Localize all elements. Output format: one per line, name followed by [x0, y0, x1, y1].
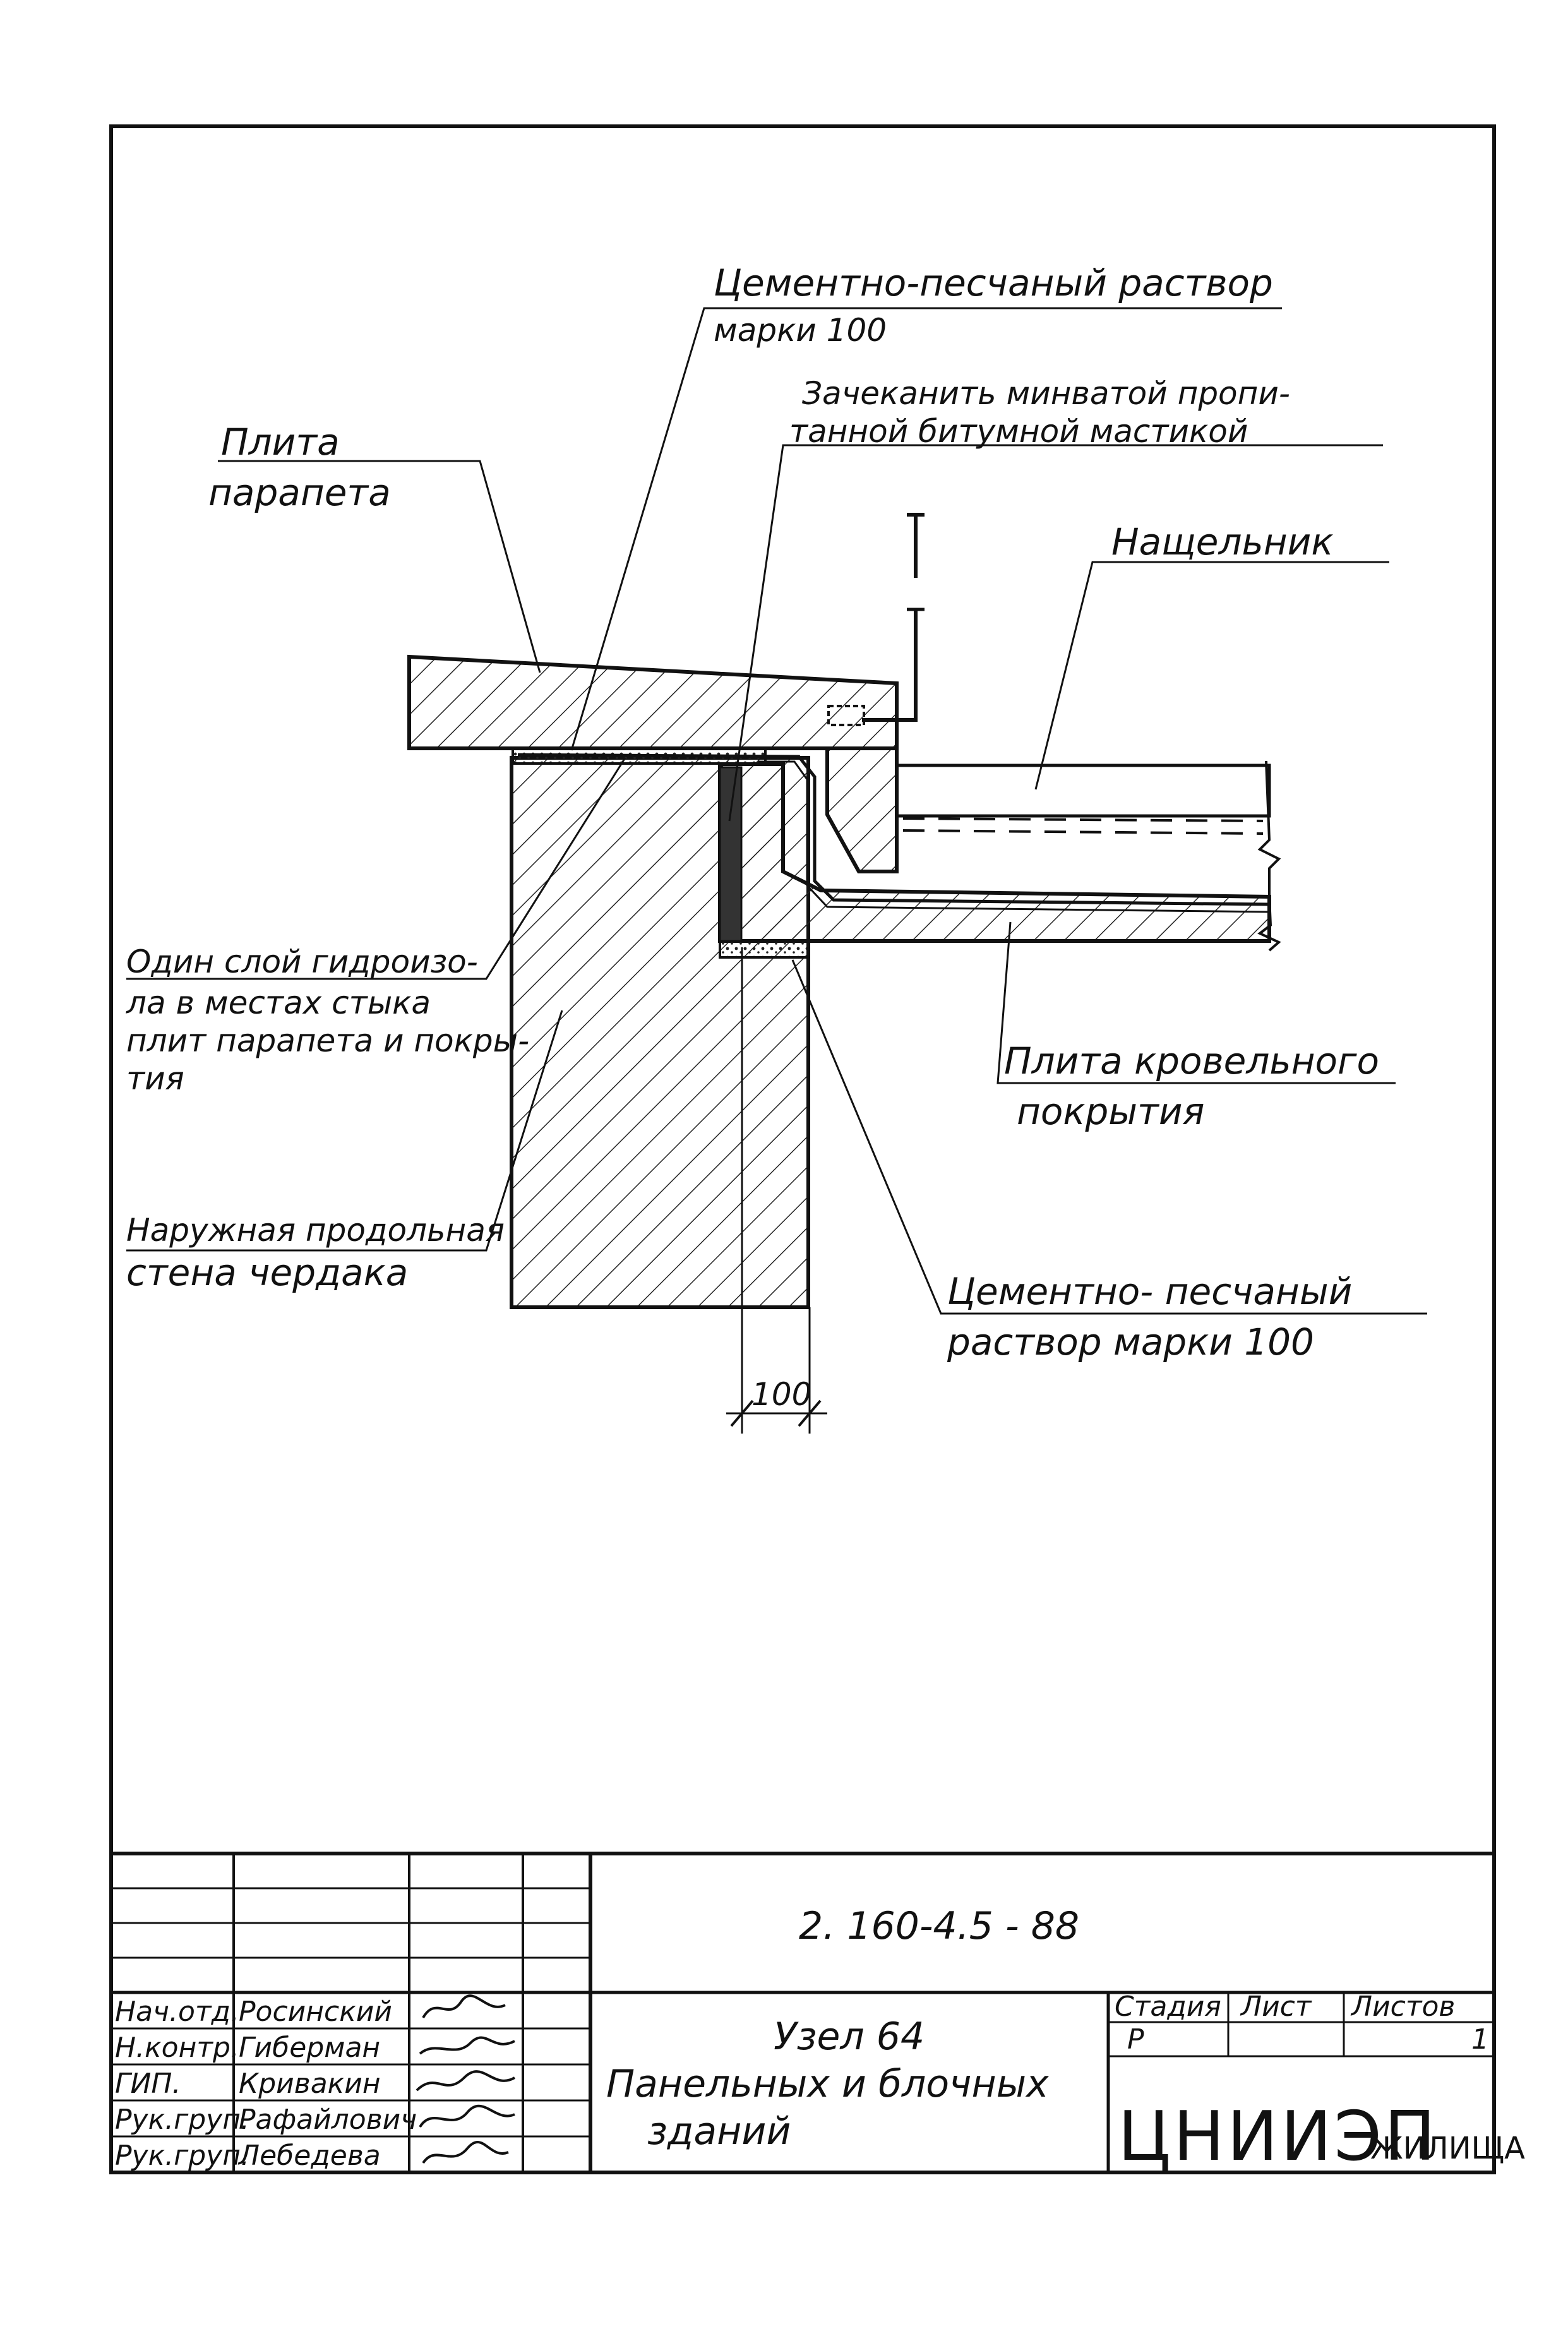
dim-tick-left: [730, 1399, 754, 1427]
flashing-board: [895, 764, 1271, 818]
leader-cement-top: [570, 307, 1282, 751]
leader-roof-slab: [996, 921, 1396, 1084]
signature-2: [419, 2036, 515, 2055]
label-waterproof-4: тия: [126, 1060, 184, 1097]
name-1: Росинский: [239, 1996, 392, 2028]
signature-4: [419, 2104, 515, 2128]
label-cement-top-2: марки 100: [714, 312, 887, 349]
signature-3: [416, 2070, 515, 2092]
org-main: ЦНИИЭП: [1118, 2097, 1438, 2176]
leader-flashing: [1034, 561, 1389, 790]
leader-parapet: [218, 460, 541, 673]
title-line-1: Узел 64: [774, 2015, 925, 2059]
label-wall-1: Наружная продольная: [126, 1212, 505, 1249]
leader-caulk: [728, 444, 1383, 822]
stage-value: Р: [1127, 2023, 1144, 2056]
mortar-layer-bottom: [719, 940, 810, 959]
role-4: Рук.груп.: [115, 2104, 249, 2136]
label-waterproof-3: плит парапета и покры-: [126, 1022, 529, 1059]
dashed-line-1: [902, 817, 1264, 822]
waterproof-membrane-2: [758, 760, 1270, 913]
org-sub: ЖИЛИЩА: [1370, 2131, 1525, 2166]
leader-wall: [126, 1010, 563, 1252]
label-parapet-slab-1: Плита: [221, 421, 340, 464]
name-4: Рафайлович: [239, 2104, 417, 2136]
title-block: 2. 160-4.5 - 88 Узел 64 Панельных и блоч…: [109, 1852, 1525, 2176]
break-line-top: [1257, 760, 1281, 897]
leader-lines: [126, 307, 1427, 1315]
title-line-2: Панельных и блочных: [606, 2062, 1049, 2106]
anchor-bolt-hook: [862, 707, 918, 722]
label-flashing: Нащельник: [1111, 520, 1333, 563]
signature-5: [422, 2141, 509, 2164]
leader-waterproof: [126, 757, 626, 980]
labels: Цементно-песчаный раствор марки 100 Заче…: [126, 261, 1379, 1413]
name-2: Гиберман: [239, 2032, 380, 2064]
role-5: Рук.груп.: [115, 2140, 249, 2172]
label-caulk-1: Зачеканить минватой пропи-: [802, 375, 1290, 412]
label-waterproof-1: Один слой гидроизо-: [126, 943, 478, 980]
label-waterproof-2: ла в местах стыка: [126, 985, 431, 1021]
caulked-joint: [719, 766, 743, 942]
role-2: Н.контр.: [115, 2032, 239, 2064]
label-roof-slab-2: покрытия: [1017, 1090, 1204, 1133]
signature-1: [422, 1994, 506, 2019]
dim-tick-right: [798, 1399, 822, 1427]
sheets-header: Листов: [1350, 1991, 1455, 2023]
label-cement-bottom-1: Цементно- песчаный: [947, 1270, 1352, 1313]
waterproof-membrane: [517, 753, 1270, 906]
title-line-3: зданий: [647, 2109, 791, 2153]
label-cement-bottom-2: раствор марки 100: [947, 1321, 1314, 1363]
dimension-label: 100: [751, 1376, 811, 1413]
break-line-bottom: [1257, 896, 1281, 952]
name-3: Кривакин: [239, 2068, 381, 2100]
leader-cement-bottom: [791, 959, 1427, 1315]
label-caulk-2: танной битумной мастикой: [789, 413, 1248, 450]
label-roof-slab-1: Плита кровельного: [1004, 1039, 1379, 1082]
label-cement-top-1: Цементно-песчаный раствор: [714, 261, 1273, 304]
dashed-line-2: [902, 829, 1264, 835]
sheets-value: 1: [1471, 2023, 1489, 2056]
role-1: Нач.отд.: [115, 1996, 239, 2028]
name-5: Лебедева: [237, 2140, 381, 2172]
parapet-slab: [407, 654, 899, 750]
parapet-detail: [407, 513, 1281, 1434]
sheet-header: Лист: [1240, 1991, 1312, 2023]
parapet-lip: [825, 746, 899, 873]
label-parapet-slab-2: парапета: [208, 471, 391, 514]
role-3: ГИП.: [115, 2068, 181, 2100]
doc-number: 2. 160-4.5 - 88: [799, 1904, 1079, 1948]
stage-header: Стадия: [1115, 1991, 1221, 2023]
anchor-plate: [827, 705, 865, 726]
label-wall-2: стена чердака: [126, 1251, 408, 1294]
title-block-frame: [109, 1852, 1496, 2174]
